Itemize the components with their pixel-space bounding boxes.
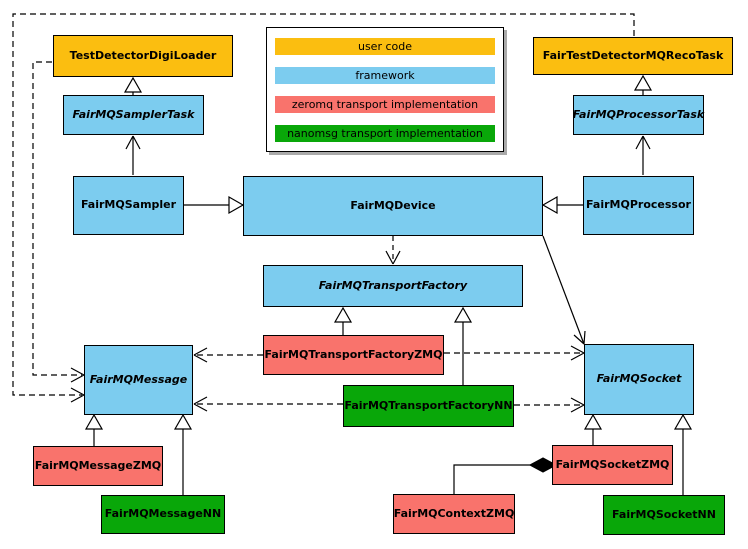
legend-item-framework: framework — [275, 67, 495, 84]
edge-samplertask-digiloader — [123, 76, 143, 95]
edge-processortask-recotask — [633, 74, 653, 95]
edge-device-transportfactory — [385, 236, 401, 265]
node-test-detector-digi-loader: TestDetectorDigiLoader — [53, 35, 233, 77]
node-fair-mq-socket: FairMQSocket — [584, 344, 694, 415]
node-fair-mq-transport-factory-zmq: FairMQTransportFactoryZMQ — [263, 335, 444, 375]
edge-processor-device — [541, 195, 583, 215]
legend-item-nanomsg: nanomsg transport implementation — [275, 125, 495, 142]
legend-item-user-code: user code — [275, 38, 495, 55]
node-fair-mq-sampler: FairMQSampler — [73, 176, 184, 235]
edge-factoryzmq-socket — [444, 345, 585, 361]
legend-item-zeromq: zeromq transport implementation — [275, 96, 495, 113]
node-fair-mq-processor: FairMQProcessor — [583, 176, 694, 235]
edge-messagenn-message — [173, 413, 193, 495]
edge-sampler-device — [184, 195, 245, 215]
edge-socketzmq-socket — [583, 413, 603, 445]
edge-processor-processortask — [635, 135, 651, 175]
edge-sampler-samplertask — [125, 135, 141, 175]
legend: user code framework zeromq transport imp… — [266, 27, 504, 152]
edge-messagezmq-message — [84, 413, 104, 446]
node-fair-mq-socket-zmq: FairMQSocketZMQ — [552, 445, 673, 485]
edge-factoryzmq-transportfactory — [333, 306, 353, 335]
node-fair-mq-socket-nn: FairMQSocketNN — [603, 495, 725, 535]
edge-factorynn-message — [193, 396, 343, 412]
edge-socketnn-socket — [673, 413, 693, 495]
edge-factorynn-socket — [514, 397, 585, 413]
node-fair-mq-processor-task: FairMQProcessorTask — [573, 95, 704, 135]
edge-factorynn-transportfactory — [453, 306, 473, 385]
edge-contextzmq-socketzmq — [453, 457, 558, 494]
node-fair-mq-transport-factory: FairMQTransportFactory — [263, 265, 523, 307]
edge-device-socket — [542, 235, 586, 345]
node-fair-mq-transport-factory-nn: FairMQTransportFactoryNN — [343, 385, 514, 427]
node-fair-mq-sampler-task: FairMQSamplerTask — [63, 95, 204, 135]
node-fair-mq-message-nn: FairMQMessageNN — [101, 495, 225, 534]
node-fair-mq-device: FairMQDevice — [243, 176, 543, 236]
edge-factoryzmq-message — [193, 347, 263, 363]
node-fair-mq-context-zmq: FairMQContextZMQ — [393, 494, 515, 534]
node-fair-mq-message: FairMQMessage — [84, 345, 193, 415]
node-fair-mq-message-zmq: FairMQMessageZMQ — [33, 446, 163, 486]
node-fair-test-detector-mq-reco-task: FairTestDetectorMQRecoTask — [533, 37, 733, 75]
